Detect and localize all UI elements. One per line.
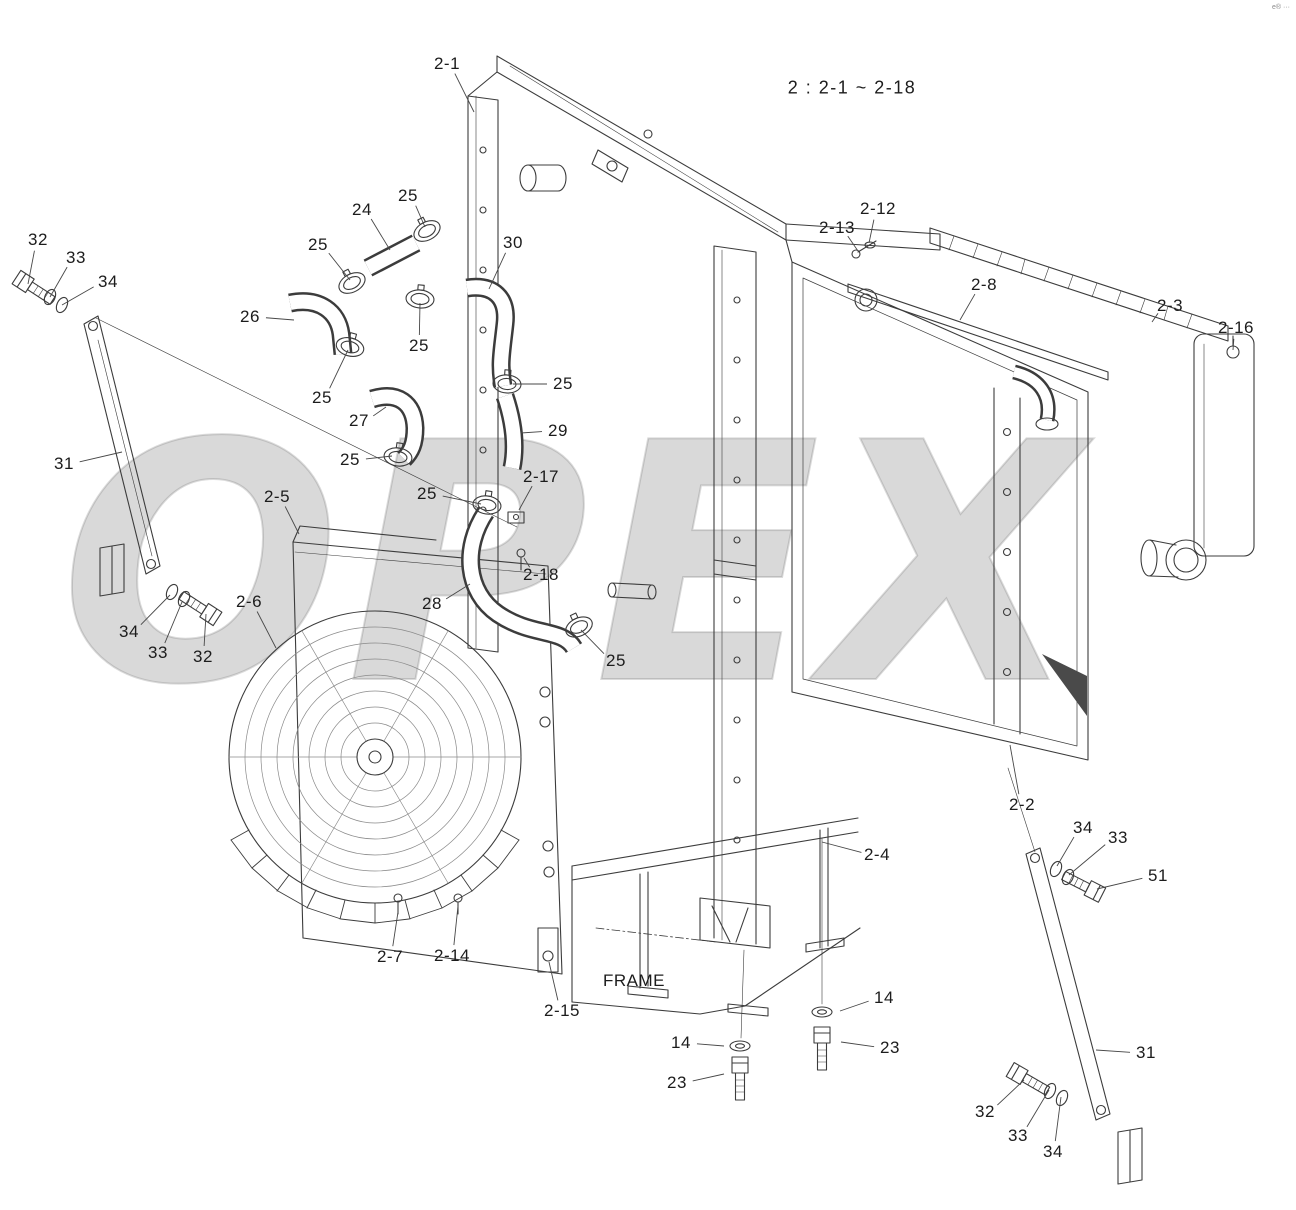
leader-line — [372, 406, 387, 417]
right-brace — [1025, 847, 1143, 1185]
leader-line — [580, 629, 605, 655]
leader-line — [392, 911, 399, 947]
hose-clamp — [338, 268, 366, 294]
leader-line — [445, 583, 471, 600]
hose-30 — [465, 277, 515, 388]
leader-line — [548, 961, 559, 1001]
bracket-2-15 — [537, 927, 559, 973]
hose-clamp — [565, 612, 593, 638]
bolt-set-left-mid — [165, 583, 223, 627]
diagram-title: 2 : 2-1 ~ 2-18 — [787, 77, 917, 98]
hose-29 — [495, 392, 524, 470]
hose-clamp — [335, 332, 365, 357]
hose-27 — [369, 387, 425, 466]
leader-line — [1232, 338, 1235, 351]
leader-line — [488, 252, 507, 290]
leader-line — [692, 1073, 725, 1082]
leader-line — [1096, 877, 1143, 890]
leader-line — [79, 451, 123, 463]
leader-line — [840, 1041, 875, 1048]
screw-2-18 — [516, 548, 526, 571]
corner-mark: e® ··· — [1272, 4, 1290, 11]
leader-line — [370, 218, 391, 251]
fastener-2-12-13 — [851, 240, 877, 259]
leader-line — [453, 905, 459, 946]
support-beam — [847, 283, 1109, 381]
fan-guard-lower — [230, 829, 520, 924]
leader-line — [696, 1043, 725, 1047]
clip-2-17 — [507, 511, 525, 524]
alignment-lines — [95, 317, 1036, 1039]
frame-base — [571, 817, 861, 1017]
leader-line — [1009, 744, 1020, 795]
leader-line — [27, 250, 35, 285]
hose-clamp — [383, 442, 413, 467]
leader-line — [164, 601, 183, 644]
leader-line — [518, 485, 533, 511]
leader-line — [442, 495, 482, 505]
leader-line — [997, 1079, 1025, 1106]
bolt-set-bottom-right — [1005, 1062, 1069, 1107]
leader-line — [365, 455, 393, 460]
fan-guard — [228, 610, 522, 904]
bolt-set-center-right — [811, 1006, 833, 1071]
leader-line — [418, 302, 421, 336]
leader-line — [1054, 1096, 1062, 1142]
leader-line — [959, 293, 976, 321]
leader-line — [1026, 1089, 1050, 1128]
oil-cooler — [929, 227, 1255, 581]
upper-pipe — [1011, 364, 1059, 431]
leader-line — [1095, 1049, 1131, 1053]
radiator-core — [791, 261, 1089, 761]
leader-line — [328, 252, 351, 281]
hose-26 — [288, 292, 353, 355]
left-brace — [83, 315, 161, 597]
leader-line — [284, 506, 300, 535]
leader-line — [140, 594, 171, 625]
leader-line — [523, 557, 531, 568]
hose-clamp — [405, 284, 435, 309]
leader-line — [61, 286, 94, 306]
leader-line — [520, 431, 543, 434]
stub-pipe — [607, 582, 657, 600]
leader-line — [454, 73, 475, 113]
leader-line — [1151, 313, 1159, 323]
leader-line — [847, 235, 859, 252]
leader-line — [49, 266, 68, 298]
center-post — [699, 245, 771, 949]
leader-line — [203, 613, 207, 647]
hose-clamp — [413, 216, 441, 242]
leader-line — [1056, 836, 1075, 867]
leader-line — [415, 205, 426, 228]
leader-line — [868, 219, 875, 244]
leader-line — [1068, 844, 1106, 876]
filler-neck — [519, 164, 567, 192]
hose-28 — [461, 506, 583, 654]
hose-24 — [363, 234, 421, 277]
leader-line — [329, 349, 349, 389]
leader-line — [839, 1000, 869, 1012]
leader-line — [821, 841, 862, 853]
leader-line — [265, 317, 295, 321]
hose-clamp — [492, 369, 522, 394]
leader-line — [256, 611, 277, 649]
bolt-set-center-left — [729, 1040, 751, 1101]
top-rail — [467, 55, 941, 263]
